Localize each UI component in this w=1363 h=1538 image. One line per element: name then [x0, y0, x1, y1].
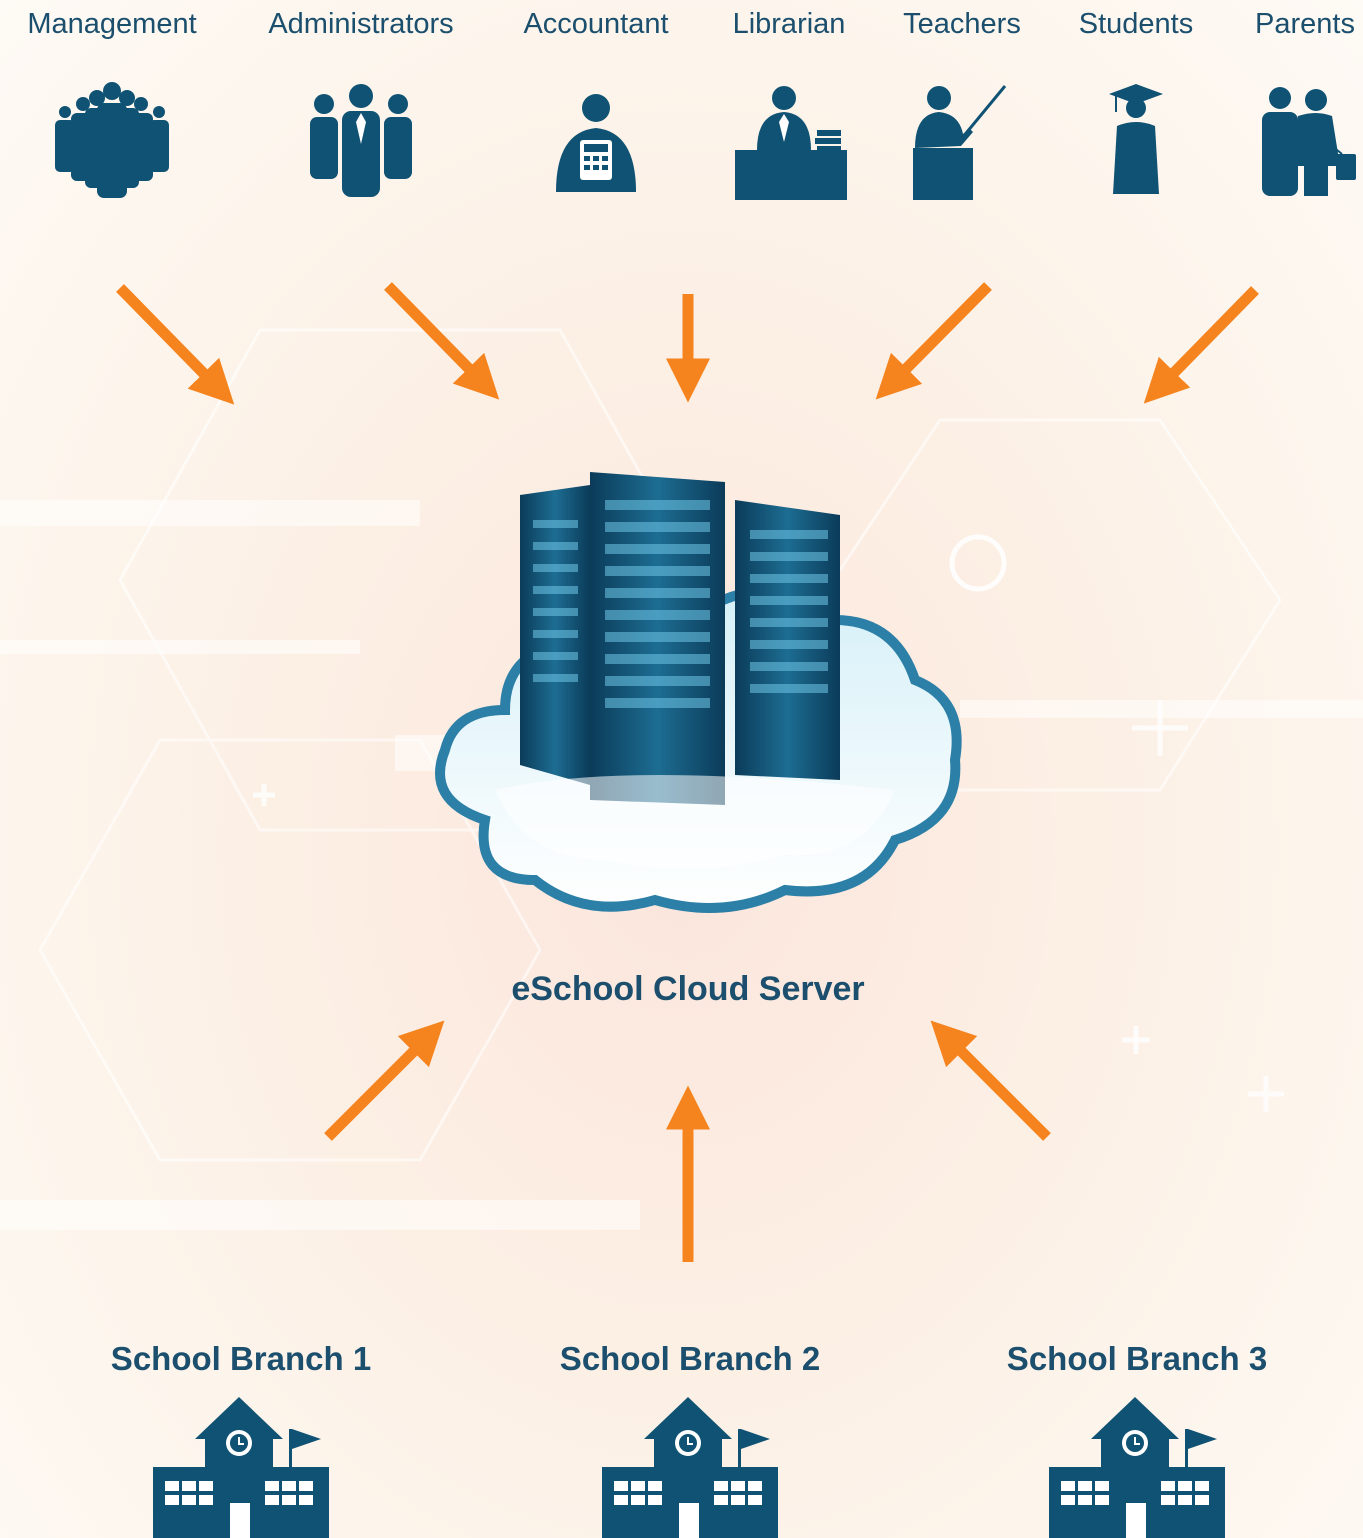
- role-label-students: Students: [1078, 8, 1194, 40]
- arrow-administrators-to-server: [384, 282, 500, 400]
- school-building-icon: [1049, 1397, 1225, 1538]
- server-label: eSchool Cloud Server: [511, 970, 865, 1008]
- branch-label-2: School Branch 2: [559, 1340, 821, 1377]
- school-building-icon: [153, 1397, 329, 1538]
- role-label-teachers: Teachers: [903, 8, 1021, 40]
- role-label-administrators: Administrators: [268, 8, 454, 40]
- parents-icon: [1262, 87, 1356, 196]
- arrow-branch3-to-server: [930, 1020, 1051, 1141]
- role-label-management: Management: [27, 8, 197, 40]
- role-label-parents: Parents: [1255, 8, 1355, 40]
- role-label-librarian: Librarian: [732, 8, 846, 40]
- arrow-branch1-to-server: [324, 1020, 445, 1141]
- teacher-icon: [913, 85, 1007, 200]
- role-label-accountant: Accountant: [523, 8, 669, 40]
- arrow-management-to-server: [116, 284, 235, 405]
- administrators-icon: [310, 84, 412, 197]
- arrow-parents-to-server: [1143, 286, 1259, 404]
- group-people-icon: [55, 82, 169, 198]
- graduate-student-icon: [1109, 84, 1163, 194]
- arrow-teachers-to-server: [875, 282, 992, 400]
- cloud-server-icon: [425, 460, 965, 930]
- branch-label-1: School Branch 1: [110, 1340, 372, 1377]
- accountant-icon: [556, 94, 636, 192]
- branch-label-3: School Branch 3: [1006, 1340, 1268, 1377]
- school-building-icon: [602, 1397, 778, 1538]
- librarian-icon: [735, 86, 847, 200]
